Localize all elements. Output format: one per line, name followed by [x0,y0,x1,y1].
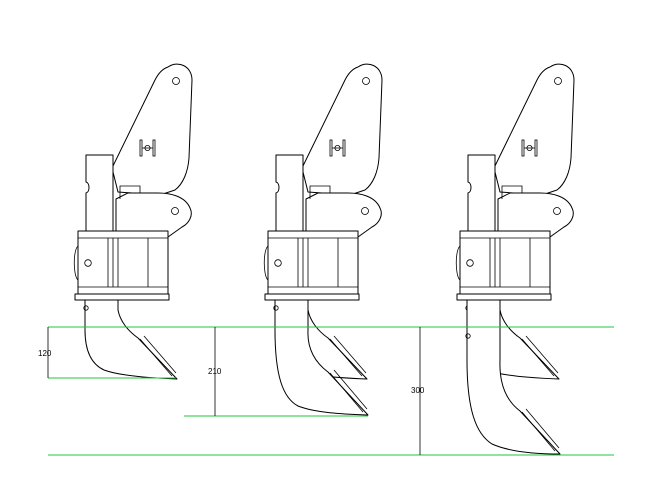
shank-assembly-300 [455,63,575,455]
dimension-label-210: 210 [208,367,222,376]
dimension-label-120: 120 [38,349,52,358]
shank-assembly-210 [263,63,383,416]
shank-assembly-120 [73,63,193,380]
dimension-label-300: 300 [411,386,425,395]
